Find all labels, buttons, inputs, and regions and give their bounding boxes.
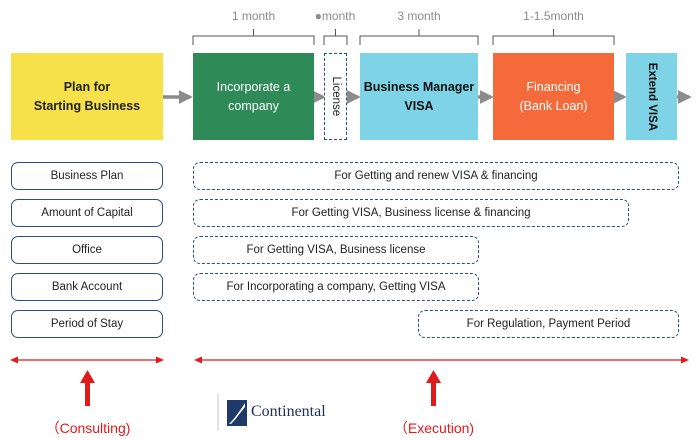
- execution-span-arrow: [194, 356, 689, 364]
- purpose-bank-account: For Incorporating a company, Getting VIS…: [193, 273, 479, 301]
- step-visa-label: Business Manager VISA: [363, 80, 475, 113]
- phase-execution-label: （Execution): [393, 420, 475, 436]
- continental-logo-icon: [227, 400, 247, 426]
- execution-up-arrow: [426, 370, 441, 406]
- step-extend-visa: Extend VISA: [626, 53, 677, 140]
- step-business-manager-visa: Business Manager VISA: [360, 53, 478, 140]
- requirement-office: Office: [11, 236, 163, 264]
- purpose-office: For Getting VISA, Business license: [193, 236, 479, 264]
- bracket-license: [323, 29, 348, 45]
- step-financing: Financing (Bank Loan): [493, 53, 614, 140]
- purpose-amount-of-capital: For Getting VISA, Business license & fin…: [193, 199, 629, 227]
- purpose-period-of-stay: For Regulation, Payment Period: [418, 310, 679, 338]
- purpose-business-plan: For Getting and renew VISA & financing: [193, 162, 679, 190]
- bracket-financing: [492, 29, 615, 45]
- step-financing-label: Financing (Bank Loan): [519, 80, 588, 113]
- duration-financing: 1-1.5month: [523, 9, 584, 23]
- step-plan-label: Plan for Starting Business: [33, 80, 141, 113]
- bracket-incorporate: [192, 29, 315, 45]
- consulting-span-arrow: [10, 356, 164, 364]
- bracket-visa: [359, 29, 479, 45]
- duration-visa: 3 month: [397, 9, 441, 23]
- continental-logo: Continental: [227, 398, 347, 428]
- requirement-period-of-stay: Period of Stay: [11, 310, 163, 338]
- requirement-business-plan: Business Plan: [11, 162, 163, 190]
- step-incorporate-company: Incorporate a company: [193, 53, 314, 140]
- step-license-label: License: [329, 76, 342, 117]
- continental-logo-text: Continental: [251, 403, 326, 420]
- requirement-amount-of-capital: Amount of Capital: [11, 199, 163, 227]
- step-license: License: [324, 53, 347, 140]
- step-incorporate-label: Incorporate a company: [216, 80, 291, 113]
- requirement-bank-account: Bank Account: [11, 273, 163, 301]
- duration-incorporate: 1 month: [231, 9, 276, 23]
- consulting-up-arrow: [80, 370, 95, 406]
- step-extend-label: Extend VISA: [646, 62, 659, 131]
- duration-license: ●month: [314, 9, 356, 23]
- phase-consulting-label: （Consulting): [45, 420, 131, 436]
- step-plan-starting-business: Plan for Starting Business: [11, 53, 163, 140]
